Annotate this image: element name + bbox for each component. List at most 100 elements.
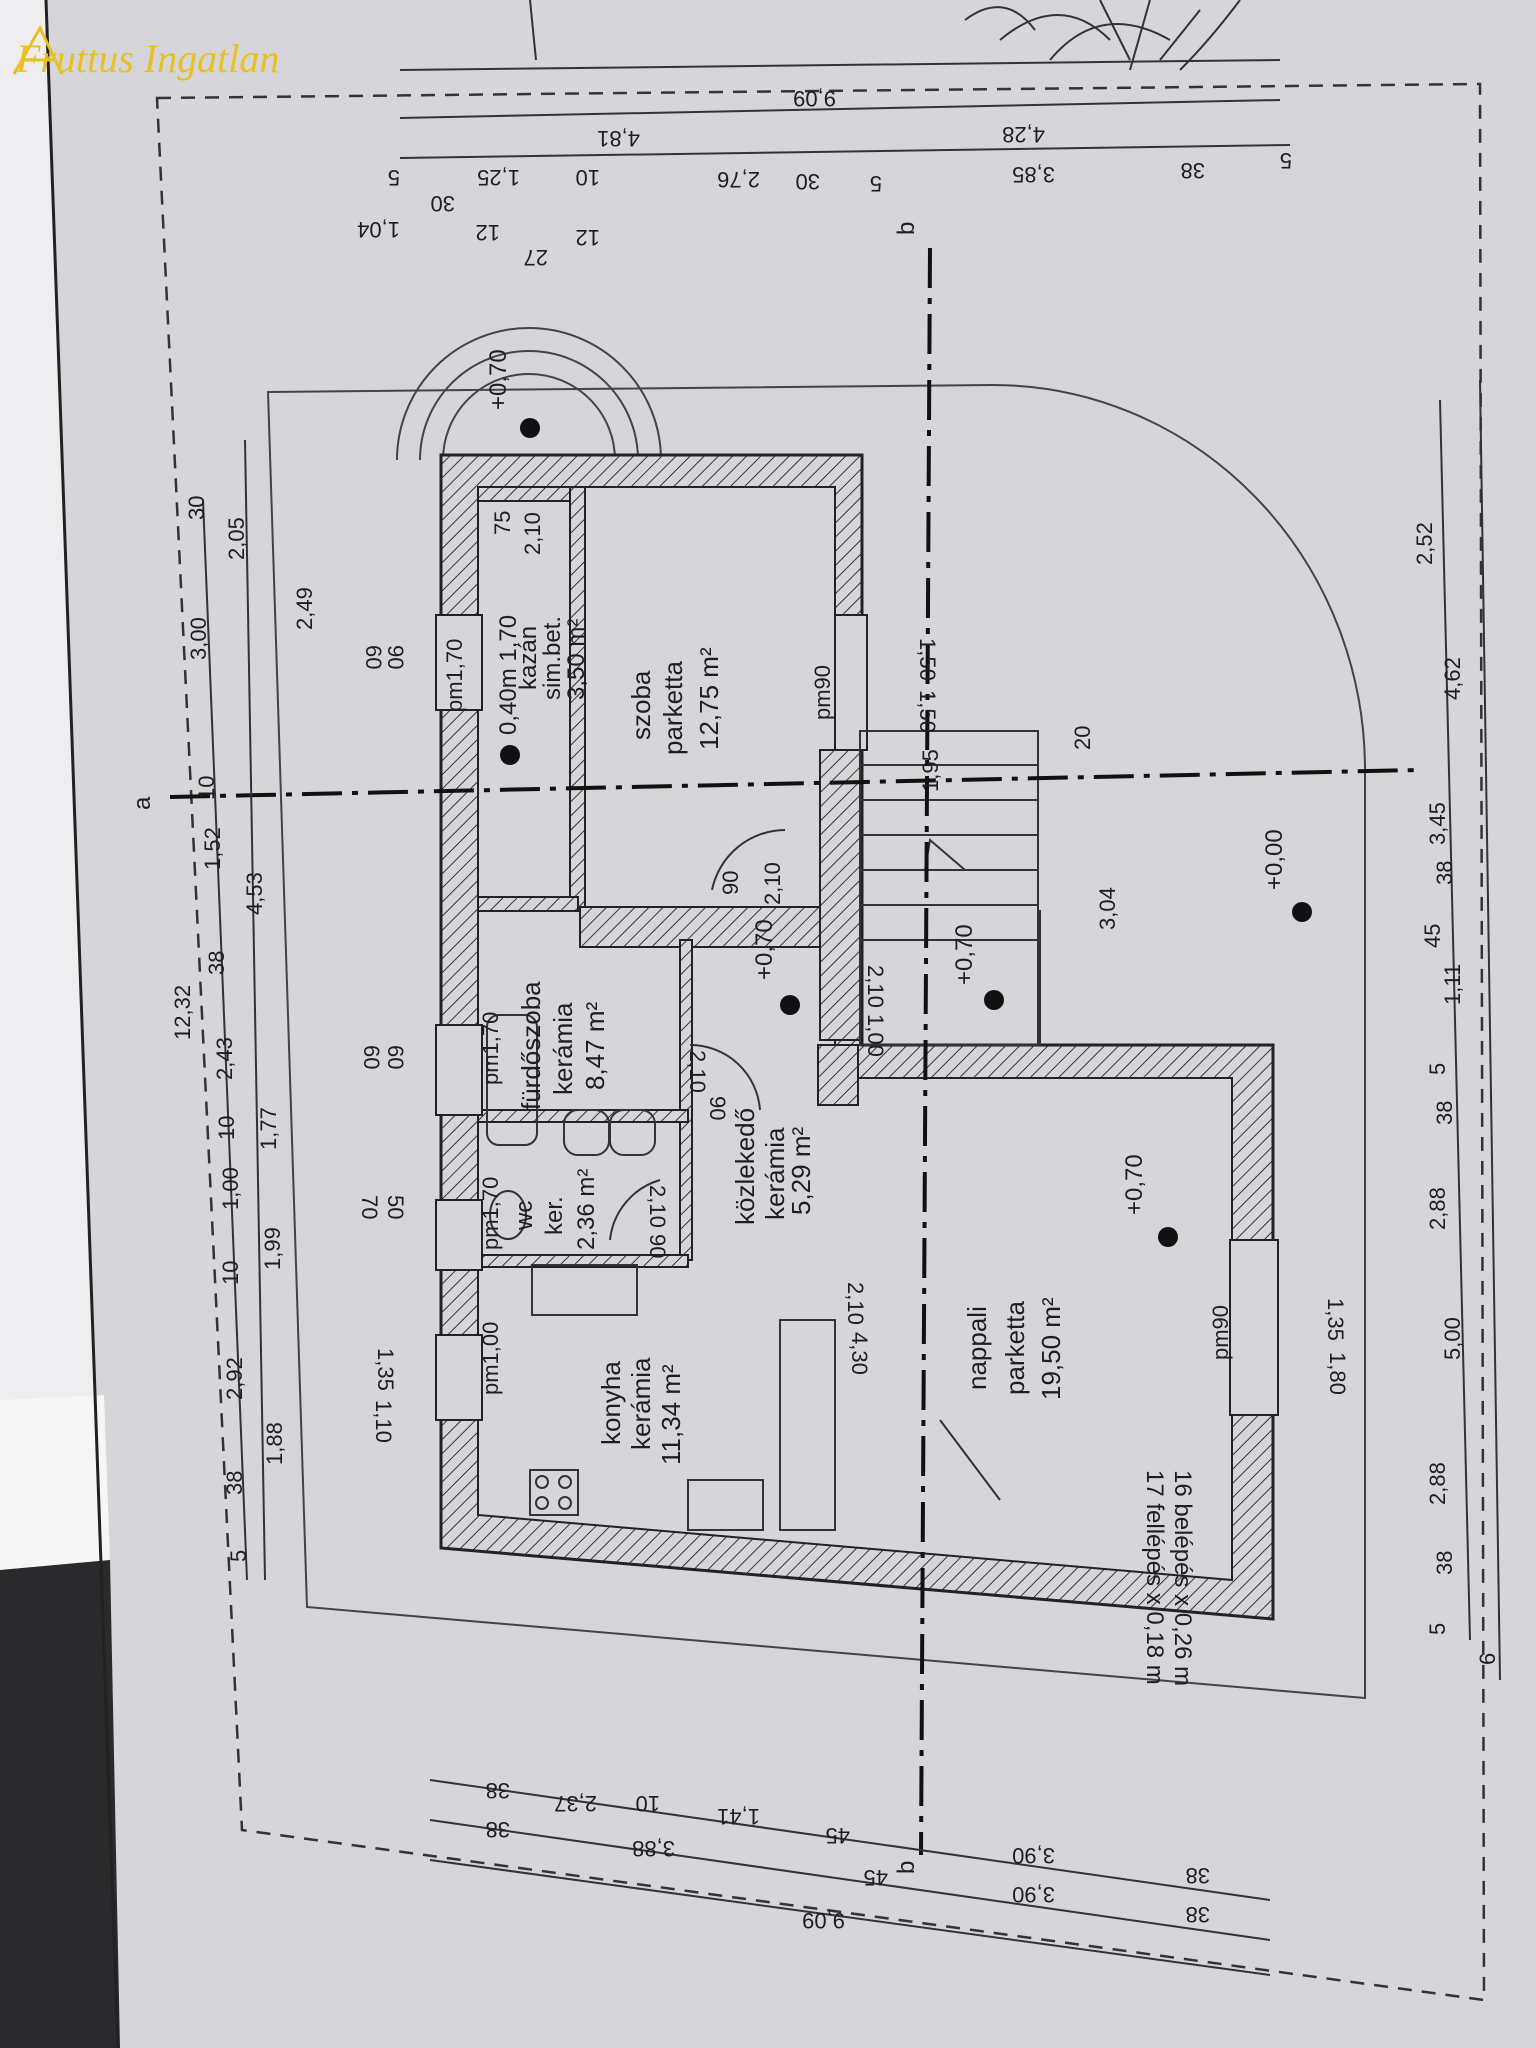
plan-label: 12: [476, 220, 500, 245]
plan-mark: [558, 1475, 572, 1489]
terrace-outline: [266, 383, 1366, 1700]
room-szoba: szoba parketta 12,75 m²: [626, 647, 724, 755]
house-logo-icon: [12, 24, 64, 75]
plan-label: 3,00: [186, 617, 211, 660]
plan-mark: [520, 418, 540, 438]
plan-label: 8,47 m²: [580, 1002, 610, 1090]
level-nappali: +0,70: [1121, 1154, 1148, 1215]
plan-mark: [859, 730, 1039, 1046]
section-line-a: [169, 768, 1418, 799]
plan-mark: [396, 327, 662, 461]
plan-mark: [477, 486, 579, 502]
stove: [529, 1469, 579, 1516]
plan-mark: [817, 1044, 859, 1106]
plan-mark: [435, 1024, 483, 1116]
plan-label: 27: [524, 245, 548, 270]
plan-label: 2,43: [212, 1037, 237, 1080]
plan-label: 90: [645, 1234, 670, 1258]
plan-label: 3,04: [1095, 887, 1120, 930]
level-stair: +0,70: [951, 924, 978, 985]
plan-mark: [834, 614, 868, 751]
plan-label: 38: [486, 1778, 510, 1803]
plan-label: 2,88: [1425, 1187, 1450, 1230]
plan-label: 1,35: [1323, 1298, 1348, 1341]
plan-mark: [399, 99, 1281, 119]
room-nappali: nappali parketta 19,50 m²: [962, 1297, 1066, 1400]
plan-label: 1,52: [200, 827, 225, 870]
plan-label: 75: [490, 511, 515, 535]
wc-bowl: [489, 1190, 527, 1240]
plan-label: 30: [431, 191, 455, 216]
plan-label: 2,88: [1425, 1462, 1450, 1505]
plan-mark: [1292, 902, 1312, 922]
plan-mark: [529, 0, 537, 61]
plan-label: 10: [636, 1791, 660, 1816]
plan-mark: [399, 144, 1291, 159]
plan-label: 3,85: [1012, 162, 1055, 187]
window-label: pm1,00: [478, 1322, 503, 1395]
interior-walls: [477, 486, 861, 1268]
plan-label: 1,99: [260, 1227, 285, 1270]
plan-label: 10: [214, 1116, 239, 1140]
plan-mark: [1159, 9, 1201, 61]
plan-mark: [535, 1496, 549, 1510]
plan-mark: [429, 1819, 1271, 1941]
plan-label: parketta: [658, 661, 688, 755]
plan-label: 90: [383, 645, 408, 669]
plan-label: nappali: [962, 1306, 992, 1390]
plan-mark: [1129, 0, 1151, 71]
plan-label: 5: [1425, 1063, 1450, 1075]
plan-mark: [202, 499, 248, 1581]
plan-mark: [244, 439, 266, 1581]
plan-label: 1,04: [357, 217, 400, 242]
plan-mark: [679, 939, 693, 1261]
level-markers: [500, 418, 1312, 1247]
dimension-lines: [202, 59, 1501, 1976]
plan-label: 2,10: [863, 965, 888, 1008]
door-swings: [609, 829, 786, 1241]
level-kozlekedo: +0,70: [751, 919, 778, 980]
room-kozlekedo: közlekedő kerámia 5,29 m²: [730, 1108, 816, 1225]
plan-label: 2,36 m²: [573, 1169, 600, 1250]
plan-label: 45: [1420, 924, 1445, 948]
plan-mark: [477, 896, 579, 912]
plan-label: 5: [388, 165, 400, 190]
plan-label: fürdőszoba: [516, 981, 546, 1110]
entrance-steps: [396, 327, 662, 461]
plan-label: 2,10: [685, 1050, 710, 1093]
plan-label: 60: [361, 645, 386, 669]
plan-label: 2,10: [645, 1185, 670, 1228]
plan-mark: [477, 1109, 689, 1123]
plan-mark: [399, 59, 1281, 71]
plan-label: 1,00: [218, 1167, 243, 1210]
plan-mark: [579, 906, 831, 948]
plan-mark: [442, 373, 616, 461]
plan-label: 38: [1186, 1902, 1210, 1927]
sink: [609, 1109, 656, 1156]
shelf: [0, 1395, 110, 1570]
plan-label: 20: [1070, 726, 1095, 750]
plan-mark: [535, 1475, 549, 1489]
plan-label: 1,11: [1440, 964, 1465, 1005]
plan-mark: [419, 350, 639, 461]
window-label: pm90: [1208, 1305, 1233, 1360]
plan-label: 3,90: [1012, 1882, 1055, 1907]
plan-mark: [1158, 1227, 1178, 1247]
window-label: pm1,70: [442, 639, 467, 712]
plan-mark: [609, 1179, 661, 1241]
plan-label: konyha: [596, 1361, 626, 1445]
window-label: pm1,70: [478, 1012, 503, 1085]
plan-label: 10: [194, 776, 219, 800]
plan-label: 38: [1432, 1551, 1457, 1575]
dimension-chain-bottom: 2,52 4,62 3,45 38 1,11 45 5 38 2,88 5,00…: [1412, 522, 1500, 1665]
plan-label: 1,10: [371, 1400, 396, 1443]
plan-label: 2,52: [1412, 522, 1437, 565]
plan-mark: [1439, 399, 1471, 1641]
dimension-chain-top: 12,32 30 3,00 10 1,52 38 2,43 10 1,00 10…: [170, 496, 317, 1562]
fridge: [687, 1479, 764, 1531]
plan-mark: [435, 1334, 483, 1421]
plan-label: 2,10: [760, 862, 785, 905]
plan-label: 5: [870, 171, 882, 196]
plan-label: 38: [1432, 861, 1457, 885]
